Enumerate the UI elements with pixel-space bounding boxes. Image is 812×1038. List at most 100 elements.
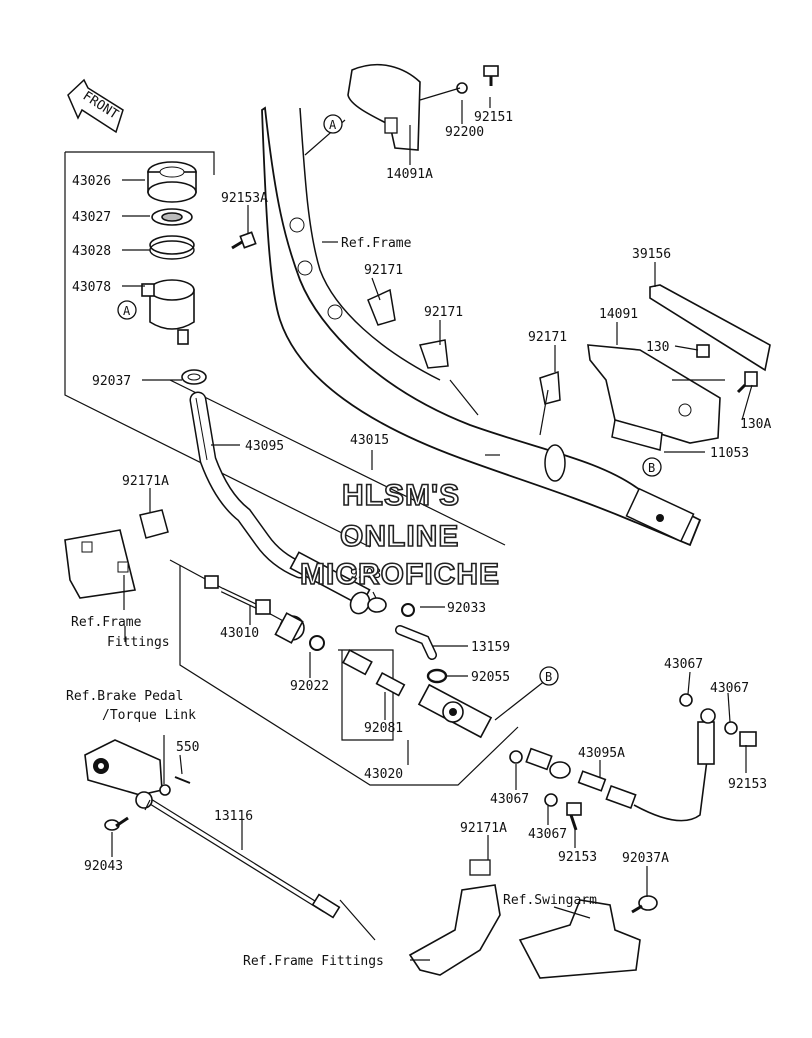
brake-pedal-bracket — [84, 739, 163, 796]
label-92055: 92055 — [471, 670, 510, 685]
frame-fitting-bottom — [408, 859, 501, 976]
washer-43067-right — [724, 721, 738, 735]
label-92043: 92043 — [84, 859, 123, 874]
clamp-92171-1 — [367, 288, 396, 326]
label-92153-lower: 92153 — [558, 850, 597, 865]
ref-frame-fittings-line2: Fittings — [107, 635, 170, 650]
marker-a-reservoir: A — [117, 300, 137, 320]
label-43010: 43010 — [220, 626, 259, 641]
label-14091A: 14091A — [386, 167, 433, 182]
hose-clamp — [181, 369, 207, 385]
piston-box — [179, 565, 519, 786]
label-43027: 43027 — [72, 210, 111, 225]
label-43078: 43078 — [72, 280, 111, 295]
rod-13116 — [135, 791, 341, 919]
label-130: 130 — [646, 340, 669, 355]
label-43026: 43026 — [72, 174, 111, 189]
circlip-92022 — [309, 635, 325, 651]
piston-sub-box — [338, 649, 394, 741]
label-43067-top: 43067 — [664, 657, 703, 672]
label-92022: 92022 — [290, 679, 329, 694]
frame-outline — [261, 106, 702, 547]
bolt-92151 — [483, 65, 499, 86]
label-550: 550 — [176, 740, 199, 755]
reservoir-box — [65, 151, 215, 175]
front-arrow-icon: FRONT — [67, 78, 124, 134]
bolt-92153-lower — [566, 802, 582, 831]
heat-guard-14091A — [347, 63, 421, 151]
label-43095A: 43095A — [578, 746, 625, 761]
label-43015: 43015 — [350, 433, 389, 448]
washer-43067-mid — [544, 793, 558, 807]
label-92081: 92081 — [364, 721, 403, 736]
ref-frame-label: Ref.Frame — [341, 236, 412, 251]
label-92037: 92037 — [92, 374, 131, 389]
label-11053: 11053 — [710, 446, 749, 461]
swingarm — [518, 899, 641, 979]
plate-11053 — [611, 419, 663, 451]
label-14091: 14091 — [599, 307, 638, 322]
piston — [342, 649, 406, 697]
washer-43067-left — [509, 750, 523, 764]
label-92171-1: 92171 — [364, 263, 403, 278]
banjo-upper — [700, 708, 716, 724]
leader-lines — [111, 87, 753, 961]
clamp-92037 — [367, 597, 387, 613]
label-13159: 13159 — [471, 640, 510, 655]
watermark-line2: ONLINE — [340, 520, 459, 553]
label-43067-left: 43067 — [490, 792, 529, 807]
label-39156: 39156 — [632, 247, 671, 262]
bolt-92153A — [231, 231, 257, 250]
ref-swingarm-label: Ref.Swingarm — [503, 893, 597, 908]
clamp-92037A — [631, 895, 658, 914]
label-43095: 43095 — [245, 439, 284, 454]
svg-text:B: B — [545, 670, 552, 684]
label-92171-2: 92171 — [424, 305, 463, 320]
pin-92043 — [104, 816, 129, 831]
cotter-pin-550 — [174, 776, 191, 784]
diaphragm-plate-center — [161, 212, 183, 222]
ref-frame-fittings-bottom: Ref.Frame Fittings — [243, 954, 384, 969]
label-43067-right: 43067 — [710, 681, 749, 696]
label-92200: 92200 — [445, 125, 484, 140]
label-130A: 130A — [740, 417, 771, 432]
clamp-92171-3 — [539, 370, 561, 405]
reservoir-tank — [141, 279, 195, 345]
washer-92200 — [456, 82, 468, 94]
reservoir-box-left — [64, 152, 371, 548]
fitting-13159 — [395, 625, 437, 660]
label-92153-right: 92153 — [728, 777, 767, 792]
clamp-92171-2 — [419, 339, 449, 369]
ref-brake-pedal-line1: Ref.Brake Pedal — [66, 689, 183, 704]
reservoir-cap — [147, 161, 197, 203]
svg-text:B: B — [648, 461, 655, 475]
washer-small — [159, 784, 171, 796]
svg-text:A: A — [329, 118, 337, 132]
label-43020: 43020 — [364, 767, 403, 782]
marker-b-frame: B — [642, 457, 662, 477]
rod-guide-line — [339, 899, 376, 941]
washer-43067-top — [679, 693, 693, 707]
bolt-130 — [696, 344, 710, 358]
label-92037-b: 92037 — [350, 567, 389, 582]
label-92171-3: 92171 — [528, 330, 567, 345]
label-13116: 13116 — [214, 809, 253, 824]
master-cylinder-body — [289, 551, 493, 739]
hose-43095 — [195, 397, 208, 461]
bolt-92153-right — [739, 731, 757, 747]
label-92171A: 92171A — [122, 474, 169, 489]
ref-brake-pedal-line2: /Torque Link — [102, 708, 196, 723]
label-92033: 92033 — [447, 601, 486, 616]
plate-39156 — [649, 284, 771, 372]
pushrod-43010 — [204, 575, 271, 615]
marker-a-top: A — [323, 114, 343, 134]
label-43028: 43028 — [72, 244, 111, 259]
label-92037A: 92037A — [622, 851, 669, 866]
label-92153A: 92153A — [221, 191, 268, 206]
bolt-130A — [736, 371, 758, 394]
svg-text:A: A — [123, 304, 131, 318]
ref-frame-fittings-line1: Ref.Frame — [71, 615, 142, 630]
watermark-line1: HLSM'S — [342, 479, 460, 512]
label-92171A-bottom: 92171A — [460, 821, 507, 836]
